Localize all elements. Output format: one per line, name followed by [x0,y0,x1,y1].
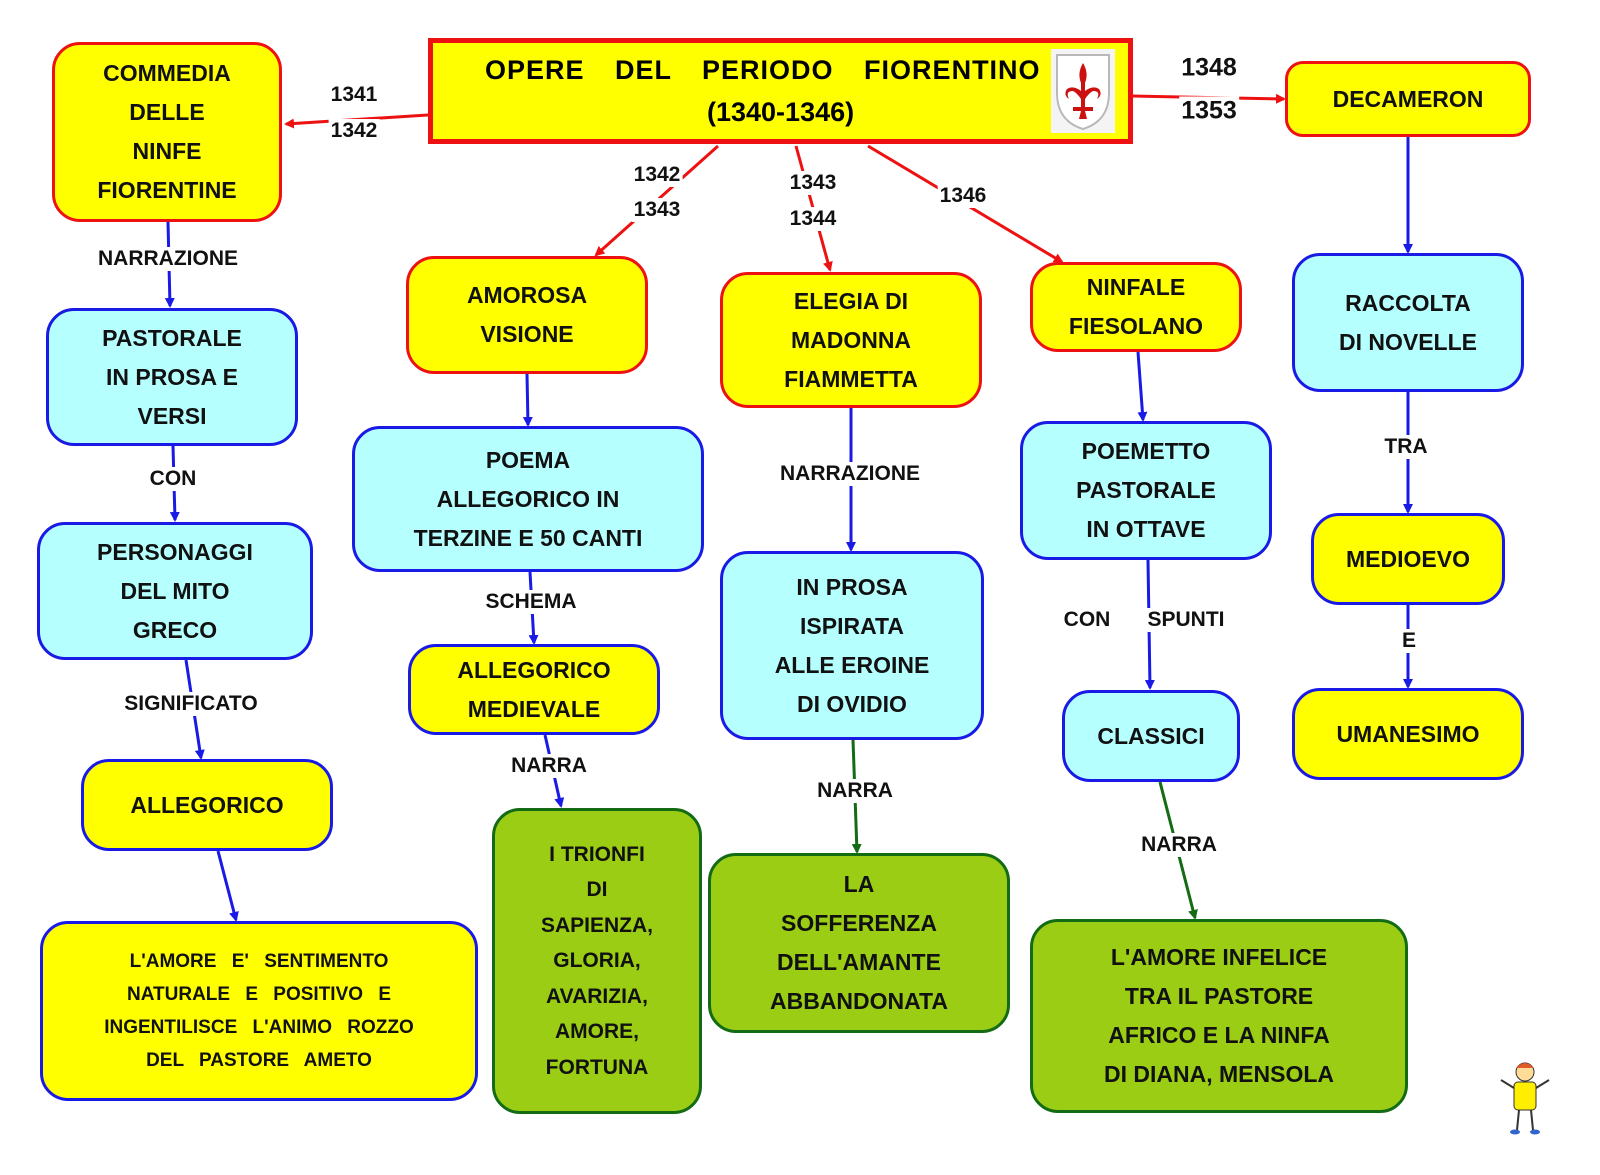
label-year-1343: 1343 [631,198,683,222]
node-amore-sentimento-naturale: L'AMORE E' SENTIMENTO NATURALE E POSITIV… [40,921,478,1101]
node-trionfi: I TRIONFI DI SAPIENZA, GLORIA, AVARIZIA,… [492,808,702,1114]
node-poemetto-pastorale: POEMETTO PASTORALE IN OTTAVE [1020,421,1272,560]
node-amore-infelice: L'AMORE INFELICE TRA IL PASTORE AFRICO E… [1030,919,1408,1113]
node-allegorico-medievale: ALLEGORICO MEDIEVALE [408,644,660,735]
label-e: E [1399,629,1419,653]
label-narra: NARRA [1139,833,1219,857]
title-box: OPERE DEL PERIODO FIORENTINO (1340-1346) [428,38,1133,144]
node-ninfale-fiesolano: NINFALE FIESOLANO [1030,262,1242,352]
label-year-1353: 1353 [1179,96,1239,126]
node-classici: CLASSICI [1062,690,1240,782]
node-elegia-fiammetta: ELEGIA DI MADONNA FIAMMETTA [720,272,982,408]
node-allegorico: ALLEGORICO [81,759,333,851]
label-con: CON [1061,608,1113,632]
label-tra: TRA [1382,435,1430,459]
edge-allegorico-amore [216,850,239,922]
node-raccolta-novelle: RACCOLTA DI NOVELLE [1292,253,1524,392]
node-amorosa-visione: AMOROSA VISIONE [406,256,648,374]
florence-lily-icon [1051,49,1115,133]
label-year-1348: 1348 [1179,53,1239,83]
node-prosa-ovidio: IN PROSA ISPIRATA ALLE EROINE DI OVIDIO [720,551,984,740]
node-personaggi-mito-greco: PERSONAGGI DEL MITO GRECO [37,522,313,660]
title-line-2: (1340-1346) [707,97,855,127]
label-year-1343: 1343 [787,171,839,195]
node-umanesimo: UMANESIMO [1292,688,1524,780]
label-significato: SIGNIFICATO [122,692,260,716]
label-year-1342: 1342 [631,163,683,187]
node-decameron: DECAMERON [1285,61,1531,137]
label-narrazione: NARRAZIONE [778,462,922,486]
title-line-1: OPERE DEL PERIODO FIORENTINO [485,55,1041,85]
node-commedia-ninfe: COMMEDIA DELLE NINFE FIORENTINE [52,42,282,222]
label-narrazione: NARRAZIONE [96,247,240,271]
label-year-1346: 1346 [937,184,989,208]
label-year-1341: 1341 [328,83,380,107]
mascot-icon [1500,1062,1550,1135]
label-con: CON [147,467,199,491]
node-sofferenza-amante: LA SOFFERENZA DELL'AMANTE ABBANDONATA [708,853,1010,1033]
label-year-1342: 1342 [328,119,380,143]
label-year-1344: 1344 [787,207,839,231]
edge-amorosa-poema [522,373,533,427]
node-medioevo: MEDIOEVO [1311,513,1505,605]
label-spunti: SPUNTI [1145,608,1227,632]
label-narra: NARRA [509,754,589,778]
node-pastorale-prosa-versi: PASTORALE IN PROSA E VERSI [46,308,298,446]
label-narra: NARRA [815,779,895,803]
edge-ninfale-poemetto [1136,351,1148,422]
label-schema: SCHEMA [483,590,579,614]
node-poema-allegorico: POEMA ALLEGORICO IN TERZINE E 50 CANTI [352,426,704,572]
